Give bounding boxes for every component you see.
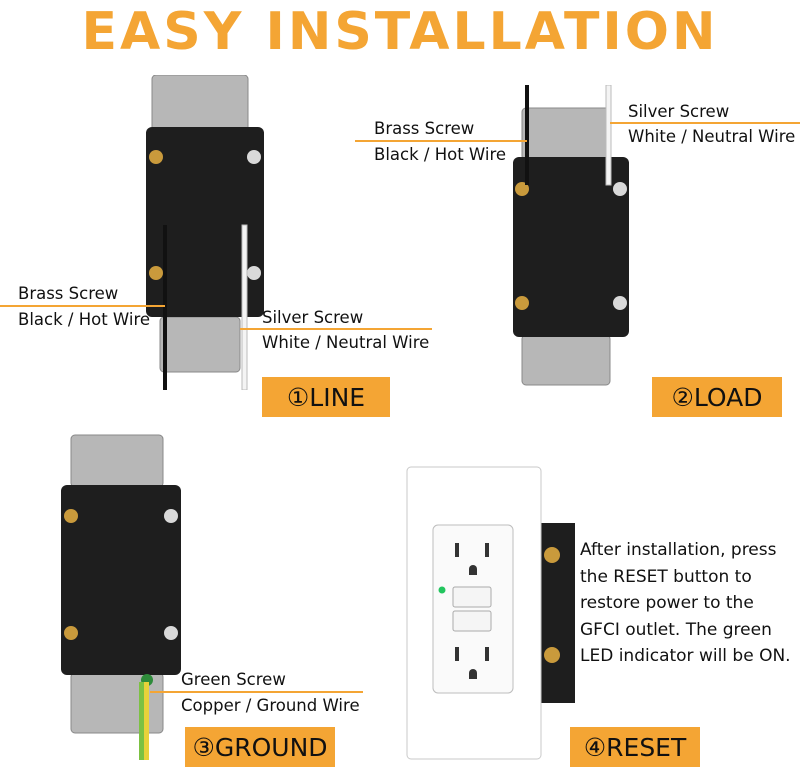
step2-brass-wire-label: Black / Hot Wire [374, 145, 507, 164]
step1-brass-leader [0, 305, 165, 307]
reset-instructions: After installation, press the RESET butt… [580, 537, 800, 670]
step1-brass-screw-label: Brass Screw [18, 284, 119, 303]
step1-silver-leader [240, 328, 432, 330]
step1-line-badge: ①LINE [262, 377, 390, 417]
step1-silver-wire-label: White / Neutral Wire [262, 333, 430, 352]
step3-green-screw-label: Green Screw [181, 670, 286, 689]
step2-brass-leader [355, 140, 527, 142]
step1-brass-wire-label: Black / Hot Wire [18, 310, 151, 329]
step3-ground-badge: ③GROUND [185, 727, 335, 767]
step2-brass-screw-label: Brass Screw [374, 119, 475, 138]
reset-note-line: restore power to the [580, 593, 754, 613]
page-title: EASY INSTALLATION [81, 2, 719, 62]
step4-reset-badge: ④RESET [570, 727, 700, 767]
gfci-device-line-wiring [146, 75, 264, 390]
step2-silver-leader [610, 122, 800, 124]
reset-note-line: the RESET button to [580, 566, 752, 587]
reset-note-line: GFCI outlet. The green [580, 619, 772, 640]
step3-ground-leader [150, 691, 363, 693]
gfci-outlet-installed [406, 466, 575, 760]
gfci-device-ground-wiring [61, 434, 181, 760]
step3-ground-wire-label: Copper / Ground Wire [181, 696, 360, 715]
step2-silver-wire-label: White / Neutral Wire [628, 127, 796, 146]
step2-load-badge: ②LOAD [652, 377, 782, 417]
gfci-device-load-wiring [513, 85, 629, 386]
reset-note-line: LED indicator will be ON. [580, 646, 791, 666]
step2-silver-screw-label: Silver Screw [628, 102, 730, 121]
step1-silver-screw-label: Silver Screw [262, 308, 364, 327]
reset-note-line: After installation, press [580, 540, 777, 560]
